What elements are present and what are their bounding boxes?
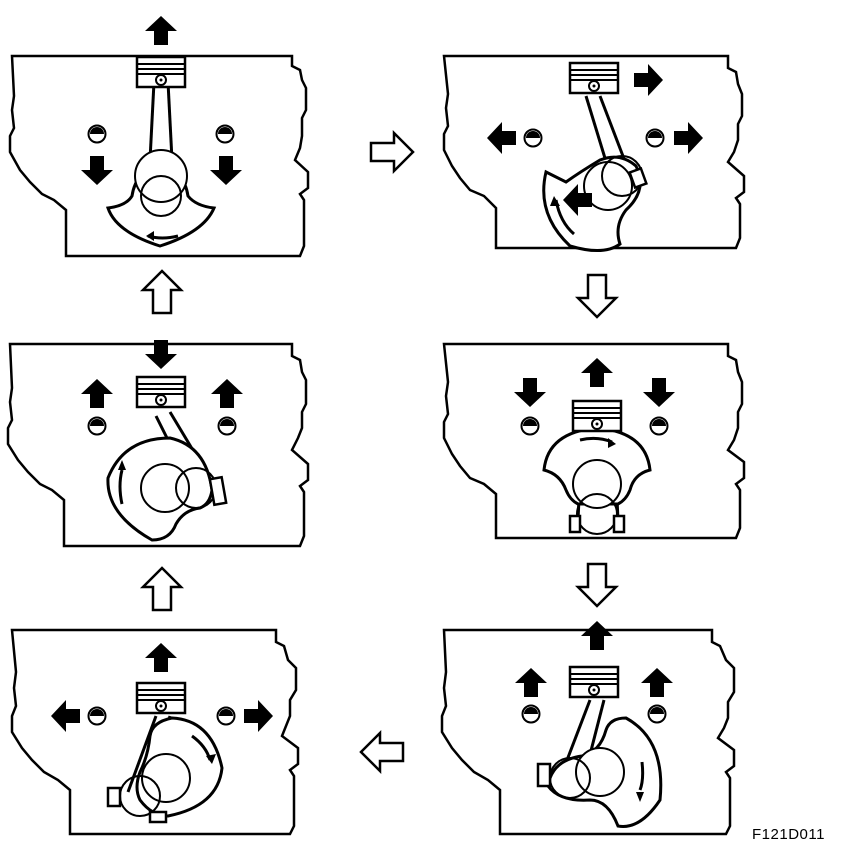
sequence-arrow-up-1 (141, 566, 183, 612)
sequence-arrow-down-1 (576, 273, 618, 319)
balancer-right (217, 416, 237, 436)
balancer-left-force-up (81, 379, 113, 408)
piston-assembly (135, 681, 187, 715)
piston-force-arrow-right (634, 64, 663, 96)
panel-top-right (442, 54, 746, 252)
balancer-left-force-down (81, 156, 113, 185)
balancer-right (645, 128, 665, 148)
crank-journal-large (140, 463, 190, 513)
engine-block-outline (6, 342, 310, 548)
big-end-cap-right (612, 514, 626, 534)
balancer-right (647, 704, 667, 724)
piston-assembly (568, 61, 620, 95)
engine-block-outline (442, 54, 746, 250)
panel-bottom-left (10, 628, 300, 836)
balancer-right (649, 416, 669, 436)
balancer-left (521, 704, 541, 724)
sequence-arrow-right (369, 131, 415, 173)
big-end-cap-left (568, 514, 582, 534)
sequence-arrow-down-2 (576, 562, 618, 608)
panel-top-left (8, 16, 310, 258)
connecting-rod (148, 81, 174, 161)
piston-assembly (135, 55, 187, 89)
balancer-left (520, 416, 540, 436)
balancer-right-force-right (244, 700, 273, 732)
engine-block-outline (440, 628, 736, 836)
balancer-left (87, 706, 107, 726)
crank-journal-small (576, 493, 618, 535)
sequence-arrow-up-2 (141, 269, 183, 315)
piston-assembly (568, 665, 620, 699)
balancer-right-force-down (210, 156, 242, 185)
piston-force-arrow-up (581, 358, 613, 387)
big-end-cap (208, 475, 228, 507)
piston-assembly (135, 375, 187, 409)
balancer-left-force-down (514, 378, 546, 407)
crank-journal-large (575, 747, 625, 797)
piston-force-arrow-up (581, 621, 613, 650)
balancer-left-force-up (515, 668, 547, 697)
balancer-right-force-up (211, 379, 243, 408)
panel-middle-right (442, 342, 746, 540)
big-end-cap (536, 762, 552, 788)
crank-journal-large (141, 753, 191, 803)
engine-block-outline (442, 342, 746, 540)
balancer-right-force-up (641, 668, 673, 697)
piston-assembly (571, 399, 623, 433)
sequence-arrows (141, 131, 618, 773)
panel-bottom-right (440, 621, 736, 836)
rotation-arrow (118, 469, 124, 505)
connecting-rod (584, 95, 628, 169)
balancer-left-force-left (51, 700, 80, 732)
balancer-right-force-right (674, 122, 703, 154)
balancer-right-force-down (643, 378, 675, 407)
balancer-left (523, 128, 543, 148)
piston-force-arrow-up (145, 16, 177, 45)
balancer-left (87, 416, 107, 436)
balancer-left-force-left (487, 122, 516, 154)
big-end-cap-left (106, 786, 122, 808)
piston-force-arrow-up (145, 643, 177, 672)
panel-middle-left (6, 340, 310, 548)
engine-block-outline (8, 54, 310, 258)
big-end-cap-bottom (148, 810, 168, 824)
sequence-arrow-left (359, 731, 405, 773)
crank-counterweight (105, 164, 217, 248)
rotation-arrow (638, 761, 645, 791)
engine-block-outline (10, 628, 300, 836)
figure-code-label: F121D011 (752, 826, 825, 843)
crank-journal-large (572, 459, 622, 509)
big-end-cap (628, 166, 648, 190)
balancer-right (215, 124, 235, 144)
crank-journal-small (140, 175, 182, 217)
balancer-right (216, 706, 236, 726)
balancer-left (87, 124, 107, 144)
